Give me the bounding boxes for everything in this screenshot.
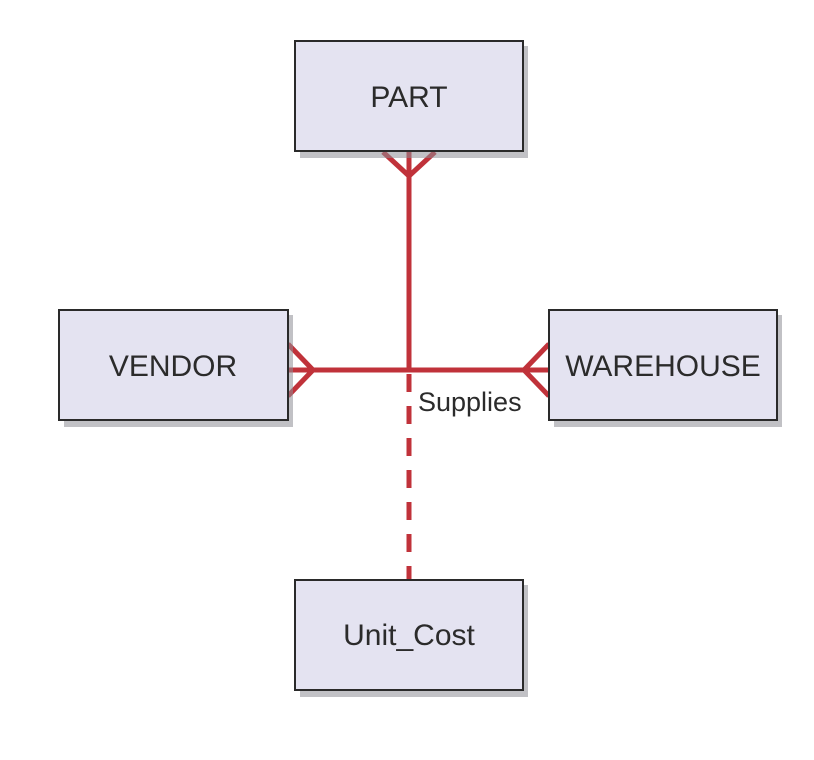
relationship-label: Supplies — [418, 387, 522, 417]
entity-warehouse: WAREHOUSE — [548, 309, 782, 427]
entity-vendor: VENDOR — [58, 309, 293, 427]
entity-part: PART — [294, 40, 528, 158]
relationship-lines — [286, 150, 551, 580]
entity-vendor-label: VENDOR — [109, 350, 237, 383]
entity-warehouse-label: WAREHOUSE — [565, 350, 761, 383]
entity-unit-cost: Unit_Cost — [294, 579, 528, 697]
warehouse-crows-foot — [522, 342, 551, 398]
entity-part-label: PART — [370, 81, 447, 114]
entity-unit-cost-label: Unit_Cost — [343, 619, 475, 652]
